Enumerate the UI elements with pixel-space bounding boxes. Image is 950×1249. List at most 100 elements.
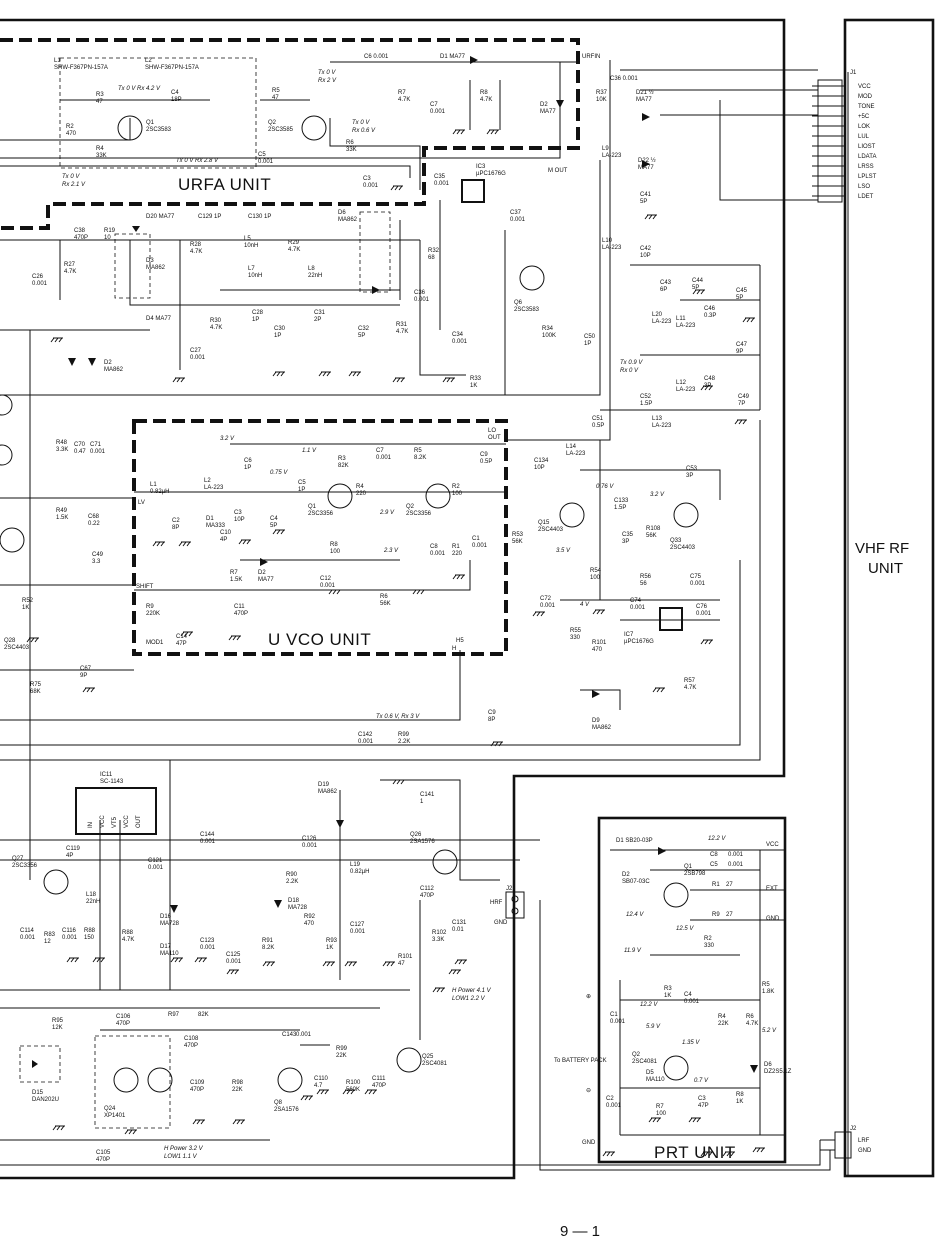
urfa_labels-tx_rx_3: Tx 0 V bbox=[62, 174, 80, 180]
lower_labels-low_b: LOW1 1.1 V bbox=[164, 1154, 198, 1160]
left_labels-c49v: 3.3 bbox=[92, 559, 101, 565]
lower_labels-ic11p: SC-1143 bbox=[100, 779, 124, 785]
transistor-q25 bbox=[396, 1047, 422, 1073]
svg-text:LRF: LRF bbox=[858, 1138, 870, 1144]
vhf-rf-unit-title-line1: VHF RF bbox=[855, 540, 909, 557]
urfa_labels-q1: Q1 bbox=[146, 120, 155, 126]
right_labels-l11v: LA-223 bbox=[676, 323, 696, 329]
right_labels-r56: R56 bbox=[640, 574, 652, 580]
mid_labels-q6: Q6 bbox=[514, 300, 523, 306]
ground-symbol bbox=[272, 371, 285, 377]
prt_labels-v52: 5.2 V bbox=[762, 1028, 777, 1034]
urfa_labels-r6v: 33K bbox=[346, 147, 357, 153]
ground-symbol bbox=[300, 1095, 313, 1101]
ground-symbol bbox=[486, 129, 499, 135]
mid_labels-l5v: 10nH bbox=[244, 243, 258, 249]
right_labels-q33p: 2SC4403 bbox=[670, 545, 696, 551]
right_labels-c41v: 5P bbox=[640, 199, 647, 205]
right_labels-q33: Q33 bbox=[670, 538, 682, 544]
uvco_labels-d2v: MA77 bbox=[258, 577, 274, 583]
right_labels-c46v: 0.3P bbox=[704, 313, 716, 319]
mid_labels-c31: C31 bbox=[314, 310, 326, 316]
lower_labels-c121v: 0.001 bbox=[148, 865, 164, 871]
j1-pin-label: LIOST bbox=[858, 144, 876, 150]
right_labels-c72: C72 bbox=[540, 596, 552, 602]
ground-symbol bbox=[52, 1125, 65, 1131]
ground-symbol bbox=[66, 957, 79, 963]
ic11-pin-label: OUT bbox=[136, 815, 142, 828]
ic11-pin-label: VCC bbox=[100, 815, 106, 828]
mid_labels-d3: D3 bbox=[146, 258, 154, 264]
left_labels-r48v: 3.3K bbox=[56, 447, 68, 453]
urfa_labels-r5: R5 bbox=[272, 88, 280, 94]
mid_labels-r31: R31 bbox=[396, 322, 408, 328]
ground-symbol bbox=[238, 539, 251, 545]
lower_labels-c126: C126 bbox=[302, 836, 317, 842]
prt_labels-v135: 1.35 V bbox=[682, 1040, 700, 1046]
uvco_labels-c12v: 0.001 bbox=[320, 583, 336, 589]
urfa_labels-d2v: MA77 bbox=[540, 109, 556, 115]
right_labels-c49v: 7P bbox=[738, 401, 745, 407]
urfa_labels-c4: C4 bbox=[171, 90, 179, 96]
mid_labels-r34: R34 bbox=[542, 326, 554, 332]
lower_labels-c127v: 0.001 bbox=[350, 929, 366, 935]
ground-symbol bbox=[124, 1129, 137, 1135]
j1-pin-label: +5C bbox=[858, 114, 870, 120]
prt_labels-r9v: 27 bbox=[726, 912, 733, 918]
uvco_labels-v11: 1.1 V bbox=[302, 448, 317, 454]
lower_labels-c112v: 470P bbox=[420, 893, 434, 899]
connector-j2: J2 LRF GND bbox=[820, 1126, 872, 1159]
j1-pin-label: LPLST bbox=[858, 174, 877, 180]
uvco_labels-q1p: 2SC3356 bbox=[308, 511, 334, 517]
j1-pin-label: VCC bbox=[858, 84, 871, 90]
uvco_labels-r1v: 220 bbox=[452, 551, 463, 557]
lower_labels-r90: R90 bbox=[286, 872, 298, 878]
left_labels-r75v: 68K bbox=[30, 689, 41, 695]
urfa_labels-r3v: 47 bbox=[96, 99, 103, 105]
lower_labels-c123v: 0.001 bbox=[200, 945, 216, 951]
left_labels-r52v: 1K bbox=[22, 605, 29, 611]
ground-symbol bbox=[322, 961, 335, 967]
ground-symbol bbox=[652, 687, 665, 693]
prt_labels-q1: Q1 bbox=[684, 864, 693, 870]
ground-symbol bbox=[50, 337, 63, 343]
prt_labels-r5: R5 bbox=[762, 982, 770, 988]
lower_labels-h_power_b: H Power 3.2 V bbox=[164, 1146, 204, 1152]
right_labels-c52: C52 bbox=[640, 394, 652, 400]
right_labels-r101v: 470 bbox=[592, 647, 603, 653]
lower_labels-c143: C143 bbox=[282, 1032, 297, 1038]
uvco_labels-c7v: 0.001 bbox=[376, 455, 392, 461]
uvco_labels-c3v: 10P bbox=[234, 517, 245, 523]
lower_labels-r93v: 1K bbox=[326, 945, 333, 951]
lower_labels-r99bv: 22K bbox=[336, 1053, 347, 1059]
lower_labels-c141: C141 bbox=[420, 792, 435, 798]
uvco_labels-v075: 0.75 V bbox=[270, 470, 288, 476]
lower_labels-c116v: 0.001 bbox=[62, 935, 78, 941]
ground-symbol bbox=[644, 214, 657, 220]
mid_labels-r19v: 10 bbox=[104, 235, 111, 241]
right_labels-r54v: 100 bbox=[590, 575, 601, 581]
uvco-unit-title: U VCO UNIT bbox=[268, 630, 371, 649]
right_labels-l13v: LA-223 bbox=[652, 423, 672, 429]
uvco_labels-c2v: 8P bbox=[172, 525, 179, 531]
mid_labels-c34v: 0.001 bbox=[452, 339, 468, 345]
lower_labels-r88bv: 150 bbox=[84, 935, 95, 941]
urfa_labels-tx_rx_2: Tx 0 V Rx 2.8 V bbox=[176, 158, 219, 164]
urfa_labels-r2: R2 bbox=[66, 124, 74, 130]
uvco_labels-h: H bbox=[452, 646, 456, 652]
mid_labels-r27v: 4.7K bbox=[64, 269, 76, 275]
prt-unit-title: PRT UNIT bbox=[654, 1143, 736, 1162]
ground-symbol bbox=[532, 611, 545, 617]
mid_labels-r30v: 4.7K bbox=[210, 325, 222, 331]
ic11-pin-label: VT5 bbox=[112, 816, 118, 828]
lower_labels-r83v: 12 bbox=[44, 939, 51, 945]
urfa_labels-rx_3: Rx 2.1 V bbox=[62, 182, 86, 188]
ic7 bbox=[659, 607, 683, 631]
ground-symbol bbox=[442, 377, 455, 383]
uvco_labels-c3: C3 bbox=[234, 510, 242, 516]
right_labels-c45v: 5P bbox=[736, 295, 743, 301]
right_labels-c48: C48 bbox=[704, 376, 716, 382]
right_labels-r54: R54 bbox=[590, 568, 602, 574]
uvco_labels-r6: R6 bbox=[380, 594, 388, 600]
lower_labels-j2: J2 bbox=[506, 886, 513, 892]
